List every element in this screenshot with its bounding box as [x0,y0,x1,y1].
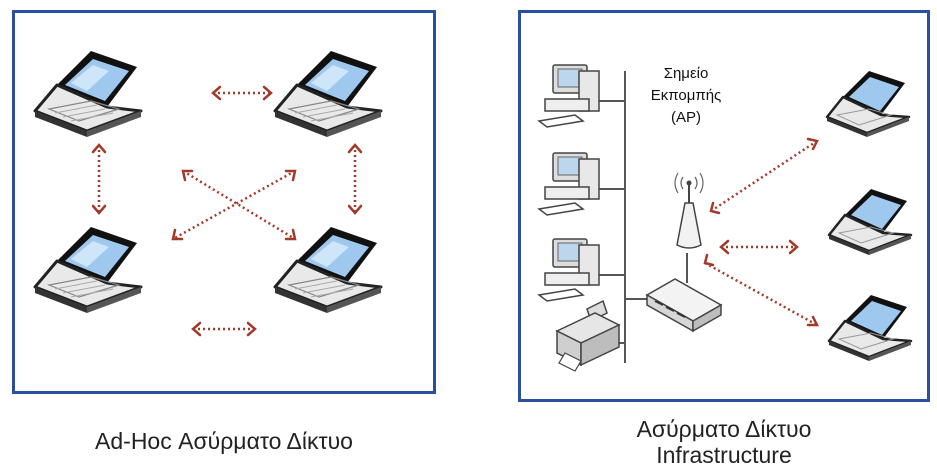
laptop-icon [33,225,143,315]
wireless-link [182,169,296,241]
laptop-icon [33,49,143,139]
infrastructure-caption-line: Infrastructure [656,442,792,468]
desktop-computer-icon [538,238,600,302]
wireless-links [704,139,818,327]
infrastructure-caption: Ασύρματο Δίκτυο Infrastructure [518,416,930,468]
adhoc-diagram-canvas [33,49,383,337]
wireless-link [710,139,818,213]
network-switch-icon [645,278,723,333]
laptop-icon [827,293,913,363]
wireless-link [172,169,296,241]
laptop-icon [825,69,911,139]
laptop-icon [827,187,913,257]
infrastructure-caption-line: Ασύρματο Δίκτυο [636,416,812,442]
access-point-icon [676,180,702,249]
access-point-label-line: Σημείο [663,65,709,82]
infrastructure-diagram-panel: Σημείο Εκπομπής (AP) [518,10,930,402]
printer-icon [555,299,621,372]
adhoc-diagram-panel [12,10,436,394]
access-point-label-line: (AP) [671,109,701,126]
arrowheads [703,137,820,327]
laptop-icon [273,49,383,139]
signal-waves-icon [674,172,704,194]
access-point-label-line: Εκπομπής [650,87,722,104]
access-point-label: Σημείο Εκπομπής (AP) [631,63,741,129]
wireless-links [97,91,357,331]
arrowheads [91,85,363,337]
adhoc-caption: Ad-Hoc Ασύρματο Δίκτυο [95,428,353,454]
infrastructure-diagram-canvas [538,64,913,372]
wireless-link [704,261,818,327]
desktop-computer-icon [538,152,600,216]
desktop-computer-icon [538,64,600,128]
